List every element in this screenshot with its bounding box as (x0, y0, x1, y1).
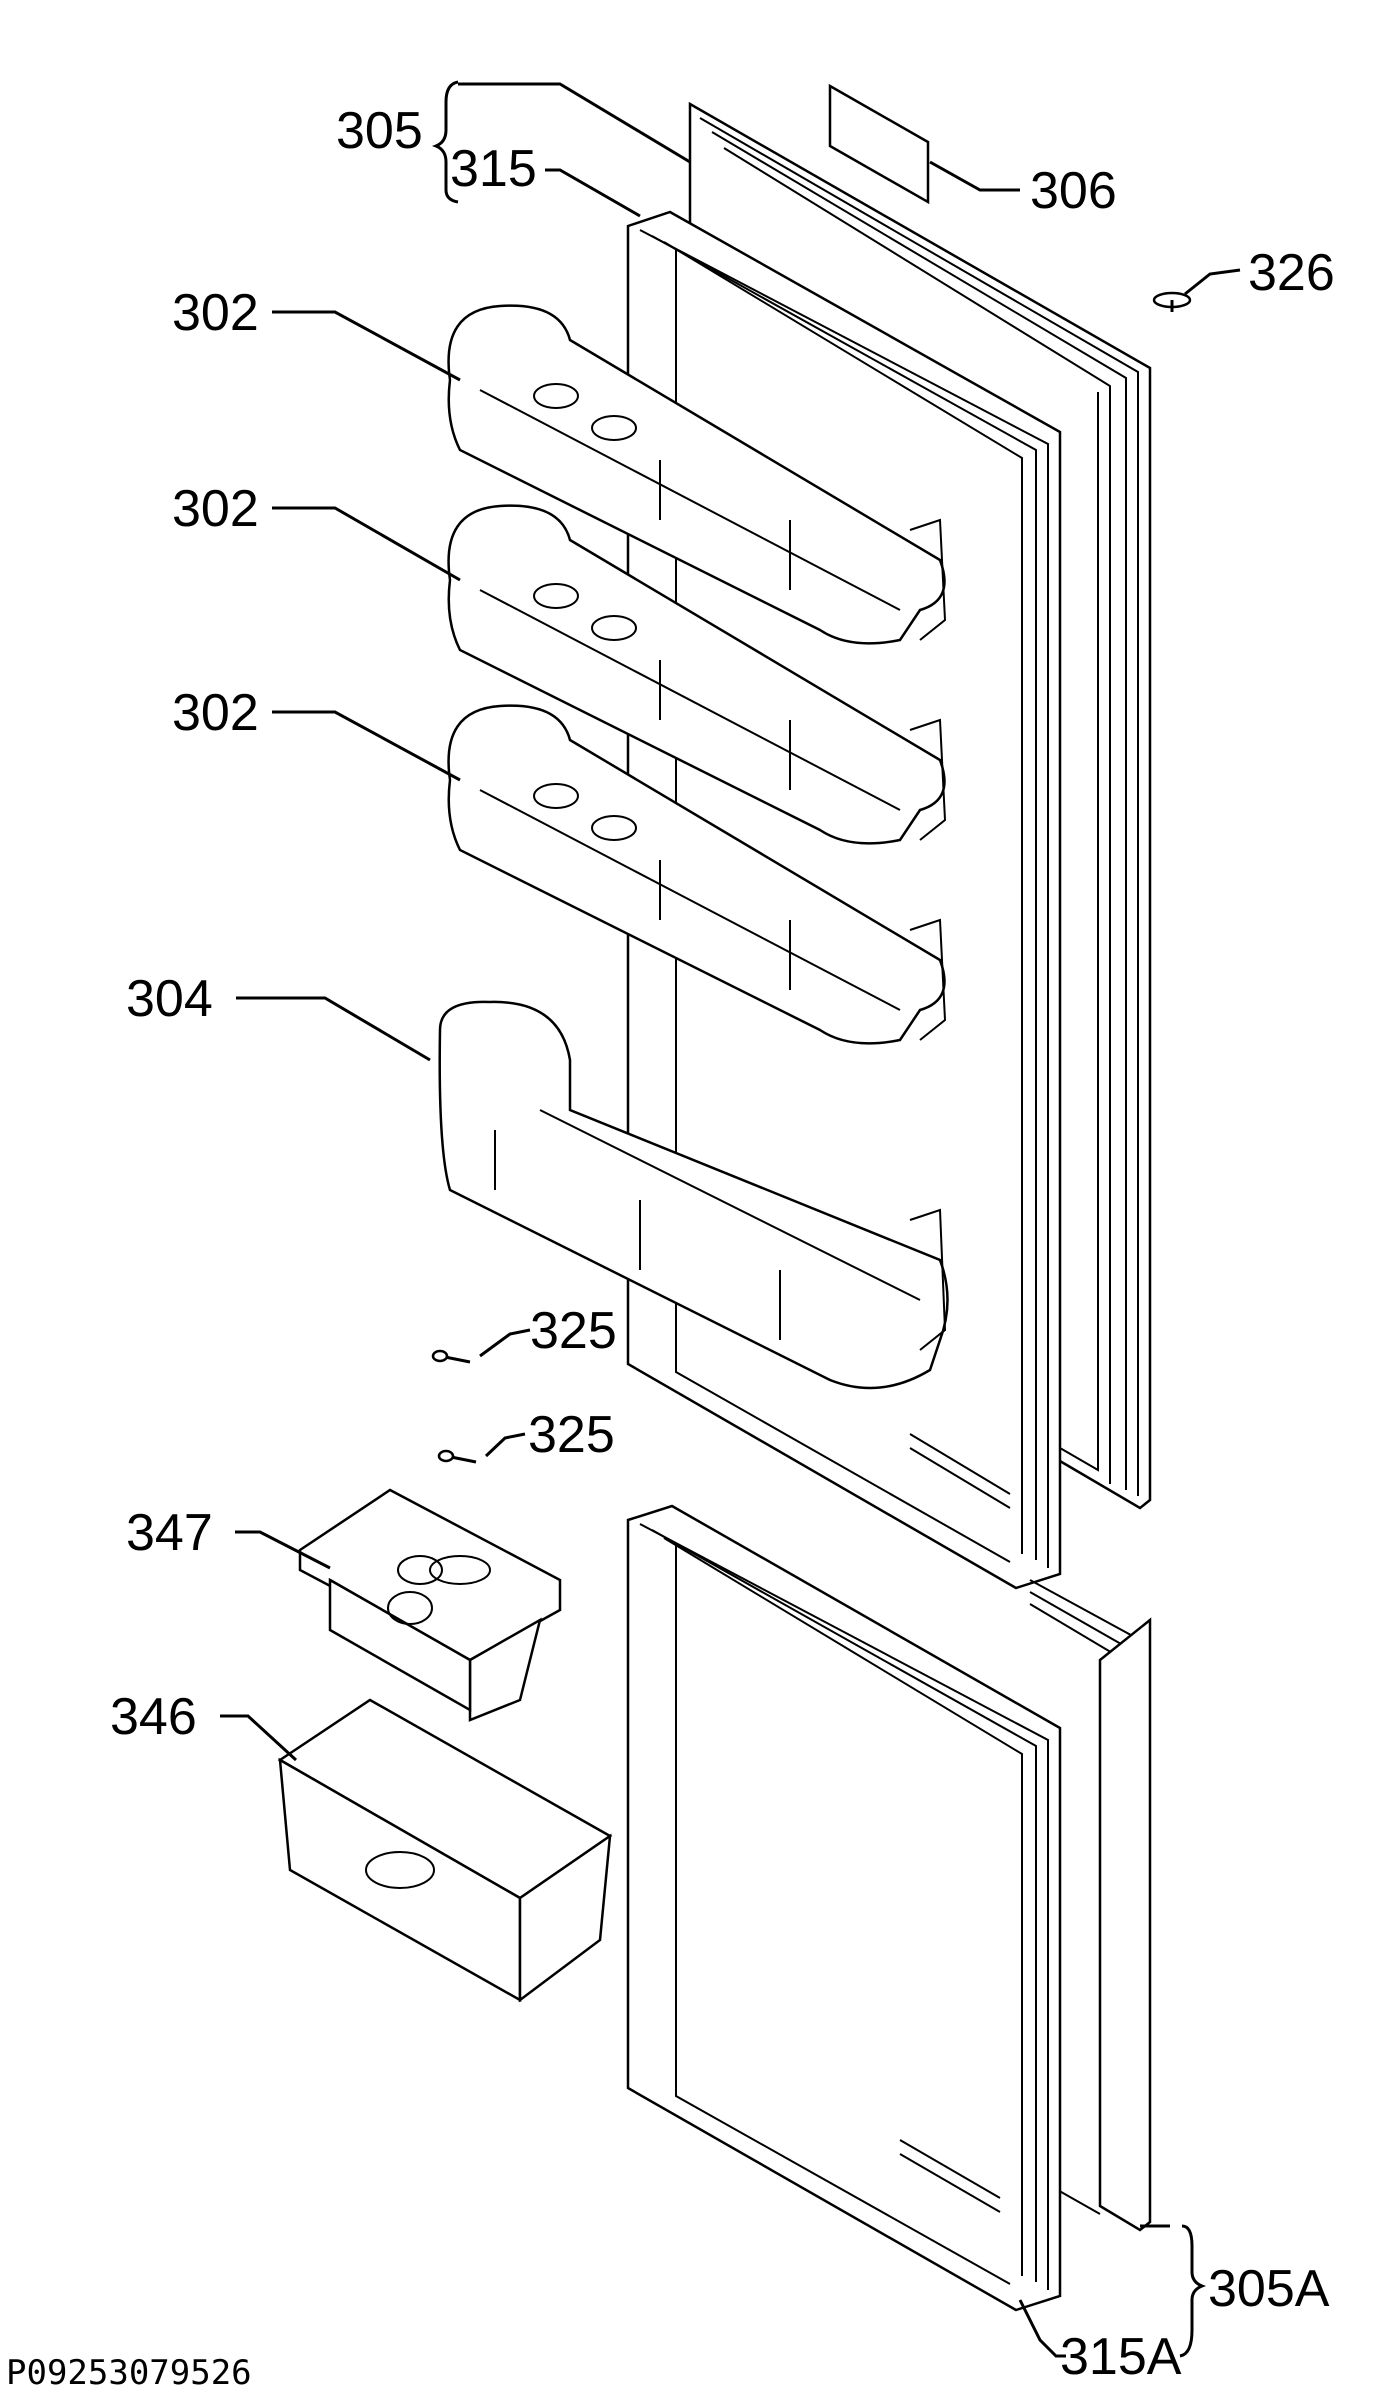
bottle-balcony (438, 1000, 949, 1390)
lower-door-gasket (626, 1504, 1062, 2312)
callout-325-upper: 325 (530, 1302, 617, 1360)
screw-325-upper (431, 1349, 471, 1364)
callout-315A: 315A (1060, 2328, 1182, 2386)
callout-315: 315 (450, 140, 537, 198)
callout-326: 326 (1248, 244, 1335, 302)
door-balcony-3 (447, 704, 947, 1045)
door-balcony-2 (447, 504, 947, 845)
ice-box-with-lid (298, 1488, 562, 1722)
callout-302-bottom: 302 (172, 684, 259, 742)
screw-325-lower (437, 1449, 477, 1464)
callout-302-middle: 302 (172, 480, 259, 538)
callout-347: 347 (126, 1504, 213, 1562)
callout-305A: 305A (1208, 2260, 1330, 2318)
leader-lines (220, 80, 1241, 2358)
callout-302-top: 302 (172, 284, 259, 342)
info-label-sticker (828, 83, 930, 205)
callout-325-lower: 325 (528, 1406, 615, 1464)
door-balcony-1 (447, 304, 947, 645)
screw-326 (1152, 291, 1192, 312)
callout-306: 306 (1030, 162, 1117, 220)
open-storage-box (277, 1698, 613, 2003)
callout-305: 305 (336, 102, 423, 160)
callout-304: 304 (126, 970, 213, 1028)
drawing-code: P09253079526 (6, 2353, 252, 2393)
callout-346: 346 (110, 1688, 197, 1746)
